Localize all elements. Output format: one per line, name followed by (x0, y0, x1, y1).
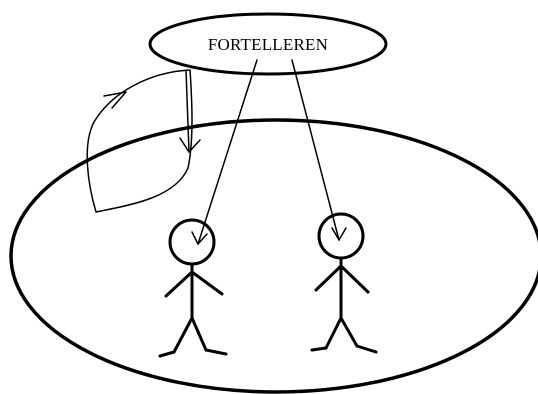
figure-arm-right (190, 270, 224, 296)
loop-arrowhead-icon (103, 91, 127, 109)
figure-leg-right (339, 316, 359, 348)
stick-figure-right (310, 212, 378, 354)
figure-foot-left (310, 346, 328, 352)
figure-foot-right (355, 344, 378, 354)
figure-leg-right (190, 316, 208, 352)
figure-arm-left (314, 264, 343, 292)
arrow-to-figure-left (197, 59, 258, 245)
figure-left-arrowhead-icon (191, 231, 208, 245)
figure-right-arrowhead-icon (331, 227, 347, 241)
narrator-ellipse (148, 12, 388, 76)
figure-arm-right (339, 264, 370, 294)
stick-figure-left (158, 218, 228, 358)
down-arrowhead-icon (179, 137, 201, 153)
figure-foot-right (204, 348, 228, 356)
figure-leg-left (172, 316, 194, 354)
narrator-down-arrow (185, 69, 190, 153)
figure-foot-left (158, 350, 176, 358)
story-world-ellipse (9, 118, 538, 394)
loop-curve (86, 69, 193, 213)
arrow-to-figure-right (291, 59, 340, 241)
figure-arm-left (164, 270, 194, 298)
figure-head (168, 218, 216, 266)
figure-leg-left (324, 316, 343, 350)
narrator-label: FORTELLEREN (208, 35, 328, 54)
